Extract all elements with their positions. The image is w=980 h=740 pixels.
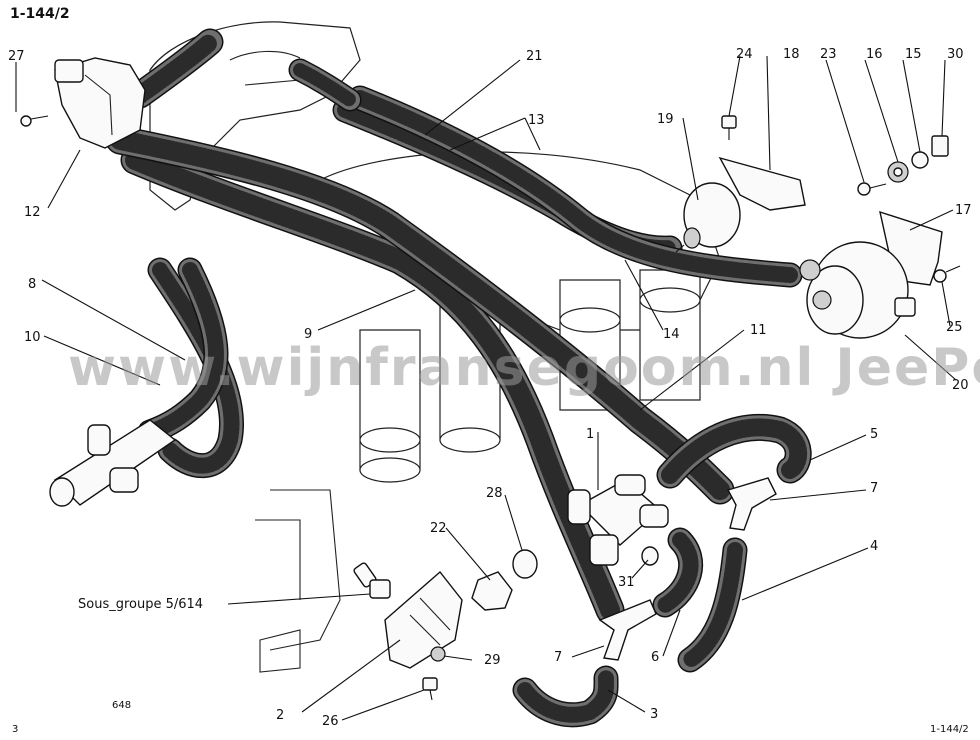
leader-lines bbox=[15, 55, 957, 721]
footer-right-code: 1-144/2 bbox=[930, 724, 969, 735]
callout-28: 28 bbox=[486, 486, 503, 501]
actuator-part bbox=[799, 210, 943, 339]
callout-29: 29 bbox=[484, 653, 501, 668]
callout-24: 24 bbox=[736, 47, 753, 62]
callout-13: 13 bbox=[528, 113, 545, 128]
callout-25: 25 bbox=[946, 320, 963, 335]
callout-3: 3 bbox=[650, 707, 658, 722]
hose-upper-stub-texture bbox=[293, 63, 357, 107]
callout-14: 14 bbox=[663, 327, 680, 342]
callout-7-bottom: 7 bbox=[554, 650, 562, 665]
callout-6: 6 bbox=[651, 650, 659, 665]
screw-25-part bbox=[933, 265, 961, 283]
callout-18: 18 bbox=[783, 47, 800, 62]
sensor-part bbox=[353, 562, 391, 599]
footer-left-number: 3 bbox=[12, 724, 18, 735]
screw-27-part bbox=[20, 115, 49, 127]
hose-12-to-manifold-texture bbox=[131, 33, 219, 104]
hose-8-left-texture bbox=[152, 262, 240, 474]
callout-16: 16 bbox=[866, 47, 883, 62]
callout-11: 11 bbox=[750, 323, 767, 338]
subgroup-label: Sous_groupe 5/614 bbox=[78, 597, 203, 612]
hose-4-right-texture bbox=[682, 542, 743, 668]
hose-3-bottom-texture bbox=[517, 670, 615, 723]
hose-11-main-texture bbox=[110, 130, 730, 500]
y-connector-part bbox=[598, 477, 777, 661]
bracket-part bbox=[384, 570, 463, 669]
footer-center-number: 648 bbox=[112, 700, 131, 711]
callout-8: 8 bbox=[28, 277, 36, 292]
callout-21: 21 bbox=[526, 49, 543, 64]
small-hardware-part bbox=[857, 135, 949, 196]
callout-10: 10 bbox=[24, 330, 41, 345]
callout-2: 2 bbox=[276, 708, 284, 723]
canister-part bbox=[54, 57, 146, 149]
hose-6-middle-texture bbox=[657, 532, 699, 613]
callout-22: 22 bbox=[430, 521, 447, 536]
callout-5: 5 bbox=[870, 427, 878, 442]
callout-26: 26 bbox=[322, 714, 339, 729]
callout-labels: 27 12 8 10 9 21 13 14 11 19 24 18 23 16 … bbox=[8, 47, 972, 729]
callout-30: 30 bbox=[947, 47, 964, 62]
vacuum-capsule-part bbox=[675, 156, 806, 253]
callout-20: 20 bbox=[952, 378, 969, 393]
callout-31: 31 bbox=[618, 575, 635, 590]
callout-23: 23 bbox=[820, 47, 837, 62]
callout-1: 1 bbox=[586, 427, 594, 442]
callout-12: 12 bbox=[24, 205, 41, 220]
callout-7-right: 7 bbox=[870, 481, 878, 496]
tee-junction-part bbox=[49, 419, 177, 507]
valve-part bbox=[567, 474, 669, 566]
callout-4: 4 bbox=[870, 539, 878, 554]
callout-19: 19 bbox=[657, 112, 674, 127]
header-code: 1-144/2 bbox=[10, 6, 70, 22]
hose-5-right-texture bbox=[661, 418, 808, 484]
callout-17: 17 bbox=[955, 203, 972, 218]
callout-15: 15 bbox=[905, 47, 922, 62]
hose-10-left-texture bbox=[142, 262, 224, 440]
watermark-text: www.wijnfransegoom.nl JeePee bbox=[68, 338, 980, 398]
callout-27: 27 bbox=[8, 49, 25, 64]
screw-24-part bbox=[721, 115, 737, 140]
nut-screw-part bbox=[422, 646, 446, 701]
bolt-washers-part bbox=[471, 546, 659, 611]
callout-9: 9 bbox=[304, 327, 312, 342]
